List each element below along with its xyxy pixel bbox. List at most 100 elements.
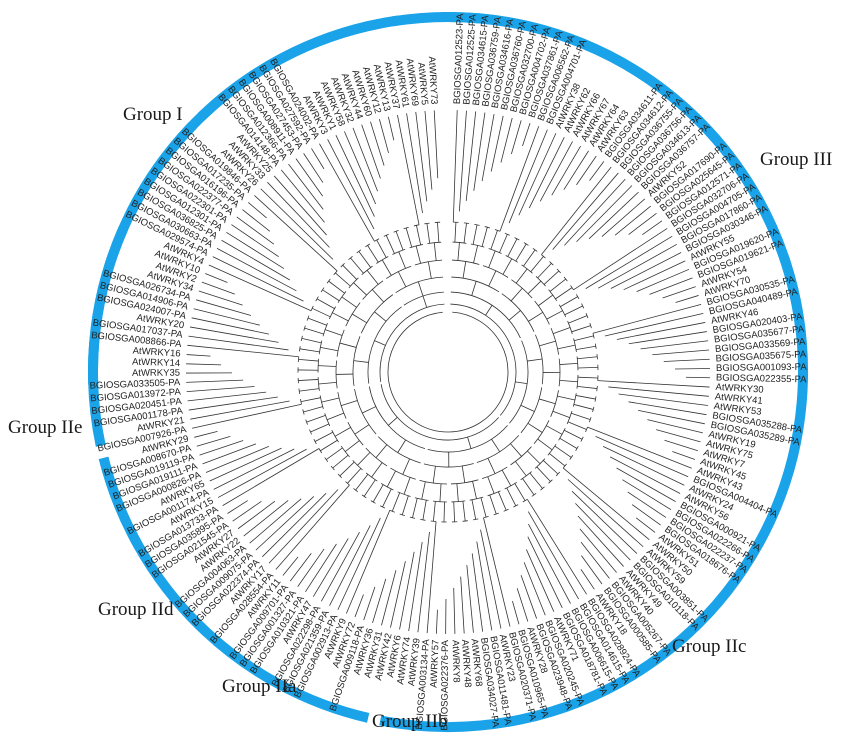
tree-branch	[487, 476, 495, 494]
tree-branch	[312, 538, 349, 597]
tree-branch	[571, 490, 638, 554]
tree-branch	[191, 317, 270, 335]
tree-branch	[527, 499, 587, 595]
leaf-label: AtWRKY57	[429, 639, 442, 687]
tree-branch	[196, 299, 252, 316]
tree-branch	[592, 303, 702, 334]
tree-branch	[414, 259, 443, 266]
tree-branch	[267, 181, 330, 248]
tree-branch	[381, 259, 392, 276]
tree-branch	[424, 110, 433, 190]
tree-branch	[656, 429, 701, 443]
tree-branch	[580, 541, 610, 579]
tree-branch	[320, 531, 360, 602]
tree-branch	[490, 230, 498, 250]
tree-branch	[312, 307, 331, 318]
tree-branch	[363, 479, 376, 497]
tree-branch	[556, 268, 561, 274]
leaf-label: AtWRKY48	[459, 639, 473, 688]
tree-branch	[577, 356, 598, 360]
tree-branch	[499, 126, 540, 232]
tree-branch	[476, 541, 493, 631]
tree-branch	[628, 331, 707, 345]
tree-branch	[249, 498, 302, 544]
tree-branch	[543, 460, 559, 475]
tree-branch	[212, 256, 304, 302]
tree-branch	[494, 229, 501, 232]
tree-branch	[439, 483, 442, 502]
tree-branch	[610, 252, 682, 289]
tree-branch	[563, 150, 589, 190]
tree-branch	[339, 342, 357, 348]
tree-branch	[321, 397, 340, 403]
tree-branch	[298, 379, 319, 381]
tree-branch	[243, 500, 289, 537]
tree-branch	[331, 430, 339, 443]
tree-branch	[260, 188, 334, 260]
tree-branch	[515, 381, 528, 385]
tree-branch	[462, 520, 468, 522]
tree-branch	[573, 228, 668, 291]
tree-branch	[523, 249, 536, 267]
tree-branch	[451, 500, 466, 503]
tree-branch	[573, 404, 594, 410]
tree-branch	[573, 338, 577, 352]
tree-branch	[232, 500, 262, 522]
tree-branch	[498, 491, 507, 511]
tree-branch	[391, 492, 401, 512]
group-arcs	[88, 12, 808, 732]
tree-branch	[589, 161, 605, 181]
tree-branch	[379, 505, 386, 509]
tree-branch	[577, 366, 598, 369]
tree-branch	[576, 155, 597, 186]
tree-branch	[358, 251, 372, 268]
tree-branch	[254, 195, 338, 272]
tree-branch	[490, 115, 504, 172]
tree-branch	[401, 495, 409, 515]
tree-branch	[392, 248, 406, 255]
tree-branch	[642, 220, 663, 235]
tree-branch	[558, 428, 566, 441]
tree-branch	[460, 576, 465, 634]
tree-branch	[193, 308, 260, 326]
tree-branch	[628, 213, 657, 235]
tree-branch	[489, 494, 497, 515]
tree-branch	[366, 270, 379, 285]
tree-branch	[318, 381, 337, 385]
tree-branch	[463, 222, 470, 224]
tree-branch	[530, 256, 544, 273]
tree-branch	[190, 400, 290, 420]
tree-branch	[467, 437, 472, 449]
tree-branch	[375, 444, 388, 458]
tree-branch	[301, 337, 322, 344]
tree-branch	[581, 303, 585, 309]
tree-branch	[577, 376, 598, 379]
tree-branch	[577, 515, 624, 567]
group-i-label: Group I	[123, 104, 183, 125]
tree-branch	[289, 552, 312, 582]
tree-branch	[461, 465, 466, 483]
tree-branch	[310, 423, 329, 433]
tree-branch	[320, 346, 339, 352]
tree-branch	[647, 419, 703, 434]
tree-branch	[320, 439, 338, 452]
tree-branch	[559, 362, 578, 365]
tree-branch	[275, 484, 350, 570]
tree-branch	[370, 500, 376, 504]
tree-branch	[187, 391, 267, 402]
tree-branch	[236, 216, 275, 245]
tree-branch	[319, 143, 375, 242]
tree-branch	[638, 409, 705, 425]
tree-branch	[186, 379, 244, 383]
tree-branch	[672, 451, 696, 460]
tree-branch	[482, 265, 509, 278]
tree-branch	[450, 303, 517, 416]
tree-branch	[268, 489, 339, 564]
tree-branch	[376, 256, 389, 264]
tree-branch	[318, 340, 323, 355]
tree-branch	[361, 124, 381, 179]
tree-branch	[555, 471, 561, 477]
tree-branch	[499, 234, 508, 253]
tree-branch	[627, 491, 667, 518]
